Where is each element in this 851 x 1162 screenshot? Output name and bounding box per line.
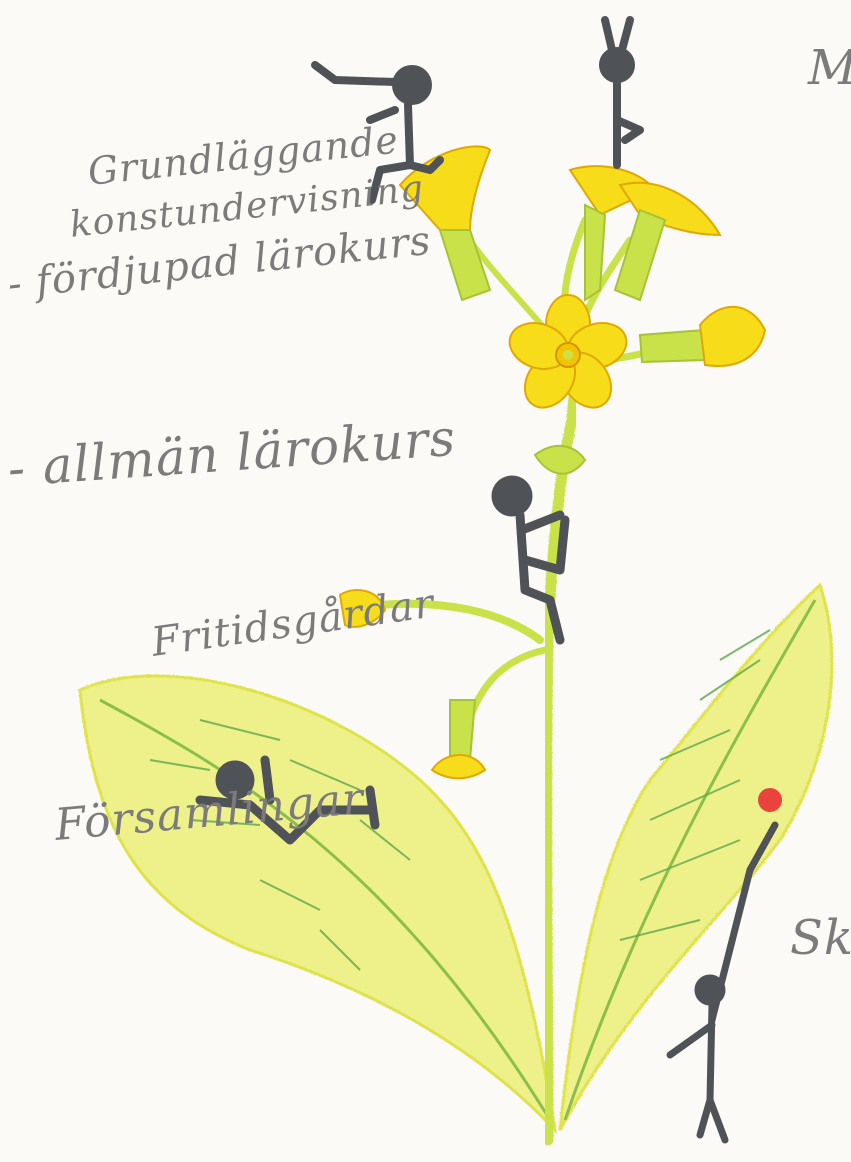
left-leaf: [80, 676, 555, 1130]
dancing-figure: [603, 20, 640, 165]
flower-right: [640, 307, 765, 366]
right-leaf: [560, 585, 832, 1130]
flower-cluster-top: [570, 166, 720, 300]
torch-flame: [758, 788, 782, 812]
flower-bud: [535, 446, 585, 474]
label-top-right-fragment: M: [808, 40, 851, 96]
label-mid-right-fragment: Sk: [790, 910, 851, 966]
flower-open-center: [504, 295, 633, 417]
